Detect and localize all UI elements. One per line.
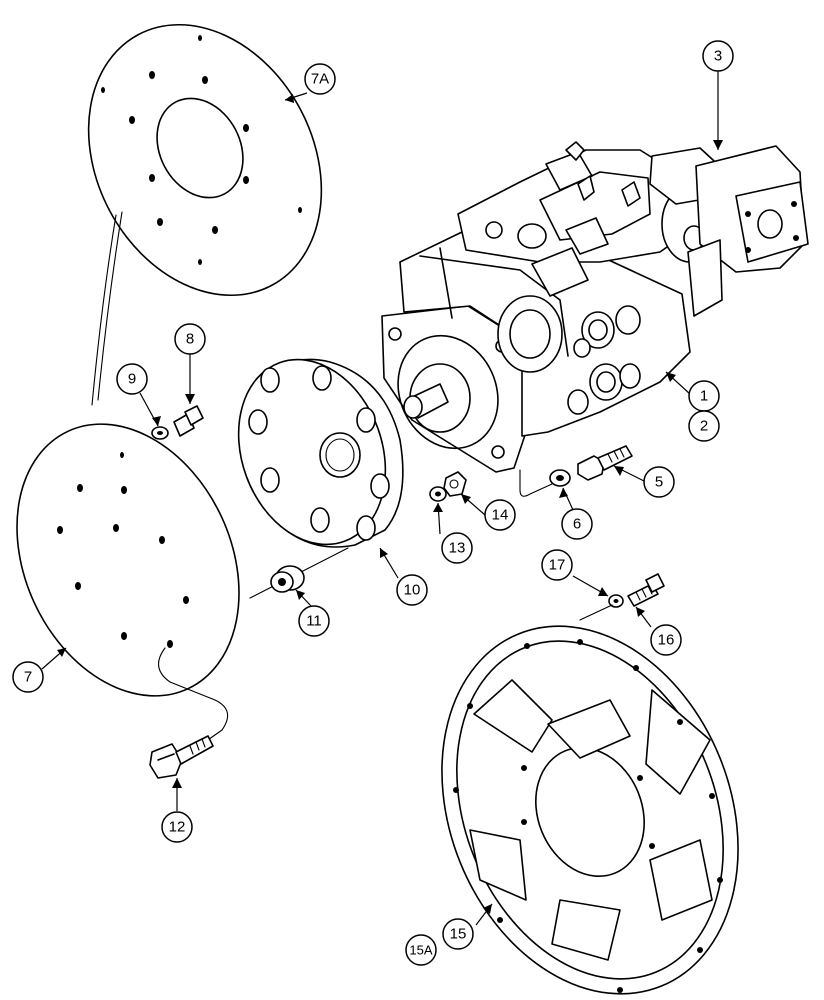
part-9-washer [151, 426, 169, 440]
part-15-flywheel-housing [441, 625, 739, 995]
svg-text:17: 17 [549, 557, 566, 574]
svg-text:10: 10 [404, 582, 421, 599]
callout-7a: 7A [304, 63, 336, 95]
callout-9: 9 [116, 363, 148, 395]
callout-1: 1 [688, 380, 720, 412]
part-7a-shim-plate [87, 23, 323, 297]
callout-2: 2 [688, 410, 720, 442]
part-5-bolt [577, 445, 633, 481]
callout-5: 5 [643, 466, 675, 498]
svg-text:8: 8 [186, 331, 194, 348]
svg-text:9: 9 [128, 371, 136, 388]
svg-text:1: 1 [700, 388, 708, 405]
svg-text:6: 6 [573, 516, 581, 533]
svg-text:16: 16 [658, 632, 675, 649]
callout-6: 6 [561, 508, 593, 540]
callout-12: 12 [161, 811, 193, 843]
svg-text:2: 2 [700, 418, 708, 435]
svg-text:3: 3 [714, 48, 722, 65]
part-17-washer [608, 594, 624, 608]
svg-text:13: 13 [449, 540, 466, 557]
callout-16: 16 [650, 624, 682, 656]
svg-text:7A: 7A [311, 71, 329, 88]
leader-6-to-pump [519, 469, 553, 497]
arrowheads [57, 94, 723, 914]
callout-15: 15 [442, 918, 474, 950]
callout-11: 11 [298, 605, 330, 637]
callout-14: 14 [484, 499, 516, 531]
callout-7: 7 [12, 661, 44, 693]
svg-text:15A: 15A [409, 943, 432, 958]
alignment-line-plates [97, 211, 123, 401]
bolt-12-path [158, 647, 229, 743]
svg-text:14: 14 [492, 507, 509, 524]
svg-text:7: 7 [24, 669, 32, 686]
leader-17-to-housing [579, 604, 613, 621]
callout-13: 13 [441, 532, 473, 564]
part-1-pump-assembly [381, 141, 809, 473]
svg-text:12: 12 [169, 819, 186, 836]
part-6-washer [549, 469, 571, 487]
alignment-line-plates-2 [91, 214, 117, 406]
part-10-coupling [237, 358, 404, 548]
callout-10: 10 [396, 574, 428, 606]
part-14-nut [443, 471, 467, 497]
svg-text:11: 11 [306, 613, 322, 630]
part-16-bolt [627, 573, 665, 607]
callout-15a: 15A [405, 934, 437, 966]
callout-17: 17 [541, 549, 573, 581]
callout-8: 8 [174, 323, 206, 355]
part-11-bushing [270, 565, 305, 593]
svg-text:15: 15 [450, 926, 467, 943]
part-12-bolt [149, 735, 214, 779]
part-8-bolt [173, 405, 204, 437]
callout-3: 3 [702, 40, 734, 72]
part-13-washer [429, 486, 447, 502]
svg-text:5: 5 [655, 474, 663, 491]
